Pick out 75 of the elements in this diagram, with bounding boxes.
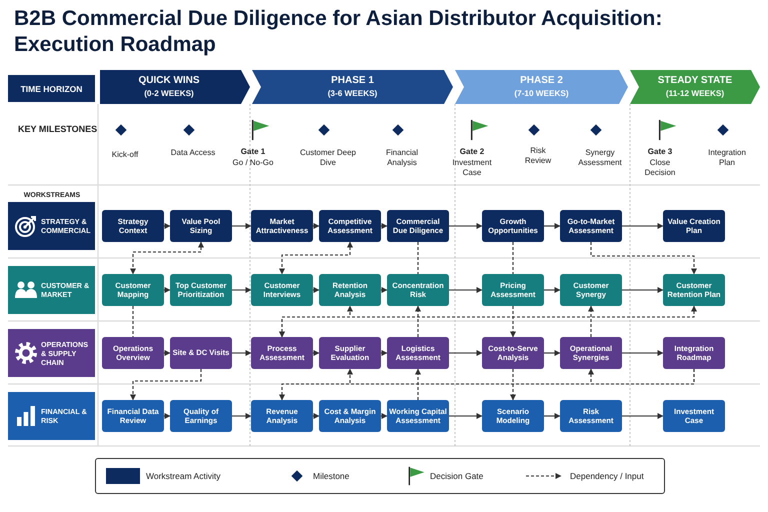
arrow: [232, 287, 252, 293]
milestone-label: Kick-off: [110, 150, 140, 160]
arrow: [622, 223, 664, 229]
arrow: [164, 287, 170, 293]
arrow: [622, 287, 664, 293]
header-box: TIME HORIZON: [8, 75, 95, 102]
phase-duration: (11-12 WEEKS): [664, 89, 726, 98]
phase-banner: [455, 70, 628, 104]
arrow: [313, 413, 320, 419]
milestone-label: Financial Analysis: [384, 148, 419, 168]
phase-duration: (3-6 WEEKS): [326, 89, 378, 98]
arrow: [544, 223, 560, 229]
phase-name: PHASE 2: [519, 75, 564, 86]
arrow: [622, 350, 664, 356]
milestone-label: Gate 3: [646, 147, 674, 157]
arrow: [449, 223, 482, 229]
arrow: [381, 287, 388, 293]
arrow: [449, 413, 482, 419]
milestone-label: Data Access: [170, 148, 216, 158]
arrow: [622, 413, 664, 419]
dependency-arrow: [279, 306, 697, 338]
phase-name: PHASE 1: [330, 75, 375, 86]
arrow: [544, 413, 560, 419]
arrow: [544, 350, 560, 356]
arrow: [449, 287, 482, 293]
phase-banner: [252, 70, 453, 104]
milestone-label: Go / No-Go: [232, 158, 274, 168]
workstream-header: [8, 266, 95, 314]
row-heading: KEY MILESTONES: [18, 124, 98, 136]
milestone-label: Investment Case: [451, 158, 493, 178]
legend-label: Dependency / Input: [570, 471, 644, 481]
milestone-label: Synergy Assessment: [577, 148, 623, 168]
dependency-arrow: [130, 242, 204, 274]
arrow: [381, 413, 388, 419]
dependency-arrow: [588, 368, 695, 385]
dependency-arrow: [279, 242, 353, 274]
arrow: [164, 350, 170, 356]
milestone-label: Close Decision: [644, 158, 676, 178]
arrow: [232, 223, 252, 229]
phase-name: QUICK WINS: [137, 75, 201, 86]
phase-duration: (0-2 WEEKS): [143, 89, 195, 98]
arrow: [313, 287, 320, 293]
dependency-arrow: [588, 306, 594, 337]
dependency-arrow: [590, 242, 697, 274]
dependency-arrow: [510, 369, 516, 400]
dependency-arrow: [510, 306, 516, 338]
arrow: [232, 413, 252, 419]
milestone-label: Customer Deep Dive: [298, 148, 358, 168]
phase-banner: [100, 70, 250, 104]
milestone-label: Gate 1: [240, 147, 266, 157]
milestone-label: Gate 2: [458, 147, 486, 157]
milestone-label: Integration Plan: [707, 148, 747, 168]
arrow: [381, 350, 388, 356]
arrow: [232, 350, 252, 356]
arrow: [449, 350, 482, 356]
arrow: [313, 223, 320, 229]
workstream-header: [8, 329, 95, 377]
arrow: [544, 287, 560, 293]
dependency-arrow: [130, 369, 202, 400]
legend-label: Decision Gate: [430, 471, 484, 481]
title: B2B Commercial Due Diligence for Asian Distributor Acquisition: Execution Roadmap: [14, 6, 664, 58]
workstream-header: [8, 392, 95, 440]
arrow: [381, 223, 388, 229]
phase-name: STEADY STATE: [656, 75, 734, 86]
workstream-header: [8, 202, 95, 250]
dependency-arrow: [415, 306, 421, 337]
arrow: [164, 413, 170, 419]
milestone-label: Risk Review: [524, 146, 552, 166]
legend-label: Milestone: [313, 471, 350, 481]
arrow: [313, 350, 320, 356]
phase-banner: [630, 70, 760, 104]
legend-label: Workstream Activity: [146, 471, 220, 481]
phase-duration: (7-10 WEEKS): [513, 89, 570, 98]
dependency-arrow: [415, 368, 421, 400]
arrow: [164, 223, 170, 229]
